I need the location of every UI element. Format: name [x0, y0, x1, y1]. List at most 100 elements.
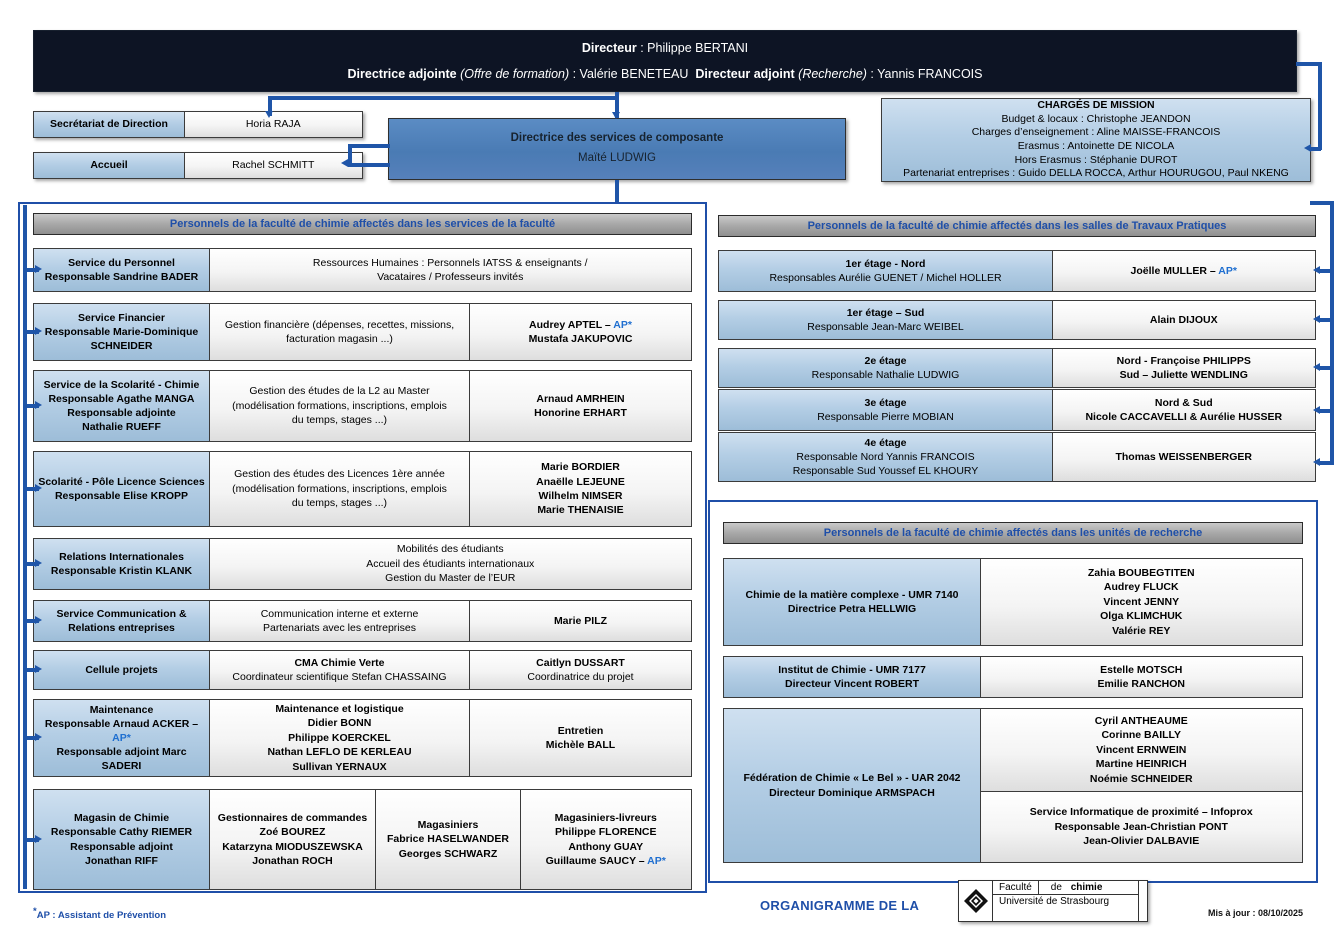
logo-row-faculte: Faculté de chimie — [993, 881, 1138, 895]
research-row-label: Chimie de la matière complexe - UMR 7140… — [723, 558, 981, 646]
left-spine-branch — [23, 838, 39, 842]
row-right-line-0: Marie PILZ — [553, 614, 608, 627]
tp-label-line-0: 4e étage — [864, 436, 907, 449]
row-right-line-2: Wilhelm NIMSER — [538, 490, 623, 502]
row-right-line-0: Marie BORDIER — [541, 461, 620, 474]
row-label-line-1: Responsable Kristin KLANK — [50, 565, 193, 577]
deputy-research-name: : Yannis FRANCOIS — [866, 67, 983, 81]
magasin-col-livreurs: Magasiniers-livreurs Philippe FLORENCE A… — [519, 789, 692, 890]
row-mid: Mobilités des étudiants Accueil des étud… — [208, 538, 692, 590]
tp-label-line-1: Responsable Nathalie LUDWIG — [811, 369, 960, 381]
magasin-col-gestionnaires: Gestionnaires de commandes Zoé BOUREZ Ka… — [208, 789, 377, 890]
row-label: Cellule projets — [33, 650, 210, 690]
magasin-label-line-2: Responsable adjoint — [70, 840, 173, 853]
magasin-col4-line-1: Philippe FLORENCE — [554, 826, 657, 839]
footnote-text: AP : Assistant de Prévention — [36, 910, 167, 922]
left-spine-arrow — [35, 665, 42, 673]
row-label: Maintenance Responsable Arnaud ACKER – A… — [33, 699, 210, 777]
tp-arrow-0 — [1313, 266, 1320, 274]
ap-marker: AP* — [1218, 264, 1237, 277]
tp-label-line-0: 2e étage — [864, 354, 907, 367]
tp-label-line-0: 3e étage — [864, 396, 907, 409]
director-name: : Philippe BERTANI — [636, 40, 749, 55]
row-label-line-2: Responsable adjoint Marc SADERI — [56, 746, 187, 773]
left-spine-arrow — [35, 733, 42, 741]
tp-panel-header: Personnels de la faculté de chimie affec… — [718, 215, 1316, 237]
row-label-line-0: Service de la Scolarité - Chimie — [43, 378, 200, 391]
federation-right-bottom: Service Informatique de proximité – Info… — [979, 790, 1303, 863]
table-row: Scolarité - Pôle Licence Sciences Respon… — [33, 451, 692, 527]
research-right-line-0: Estelle MOTSCH — [1100, 663, 1183, 676]
row-right-line-0: Entretien — [557, 724, 604, 737]
left-spine-arrow — [35, 616, 42, 624]
research-right-line-0: Zahia BOUBEGTITEN — [1087, 566, 1195, 579]
row-label-line-1: Responsable Sandrine BADER — [44, 271, 199, 283]
row-mid-line-0: Gestion des études de la L2 au Master — [249, 385, 430, 398]
magasin-col2-line-1: Zoé BOUREZ — [259, 826, 326, 839]
row-right-line-0: Caitlyn DUSSART — [536, 656, 625, 669]
tp-branch-0 — [1320, 269, 1334, 273]
row-right-line-0: Arnaud AMRHEIN — [536, 392, 625, 405]
row-mid-line-1: Coordinateur scientifique Stefan CHASSAI… — [232, 671, 447, 683]
magasin-col4-line-2: Anthony GUAY — [568, 840, 644, 853]
services-director-name: Maïté LUDWIG — [578, 152, 656, 164]
deputy-formation-scope: (Offre de formation) — [456, 67, 570, 81]
tp-right-spine-top-h — [1310, 201, 1334, 205]
magasin-col4-line-0: Magasiniers-livreurs — [554, 811, 657, 824]
row-mid-line-0: Ressources Humaines : Personnels IATSS &… — [312, 256, 588, 269]
magasin-col3-line-0: Magasiniers — [417, 818, 479, 831]
orga-title: ORGANIGRAMME DE LA — [760, 898, 920, 913]
tp-right-line-0: Joëlle MULLER – AP* — [1130, 264, 1237, 277]
secretariat-row: Secrétariat de Direction Horia RAJA — [33, 111, 363, 138]
row-right: Marie BORDIER Anaëlle LEJEUNE Wilhelm NI… — [469, 451, 692, 527]
magasin-col-magasiniers: Magasiniers Fabrice HASELWANDER Georges … — [375, 789, 521, 890]
accueil-row: Accueil Rachel SCHMITT — [33, 152, 363, 179]
left-spine-branch — [23, 668, 39, 672]
ap-footnote: *AP : Assistant de Prévention — [33, 906, 166, 921]
row-label-line-0: Scolarité - Pôle Licence Sciences — [38, 475, 205, 488]
tp-right-line-0: Nord & Sud — [1154, 396, 1213, 409]
row-right: Arnaud AMRHEIN Honorine ERHART — [469, 370, 692, 442]
row-right: Audrey APTEL – AP* Mustafa JAKUPOVIC — [469, 303, 692, 361]
secretariat-name: Horia RAJA — [183, 111, 363, 138]
deputies-line: Directrice adjointe (Offre de formation)… — [348, 65, 983, 83]
tp-branch-4 — [1320, 461, 1334, 465]
left-panel-header-text: Personnels de la faculté de chimie affec… — [169, 218, 556, 230]
row-mid-line-1: (modélisation formations, inscriptions, … — [232, 399, 447, 412]
left-spine-branch — [23, 268, 39, 272]
federation-right-top: Cyril ANTHEAUME Corinne BAILLY Vincent E… — [979, 708, 1303, 792]
row-mid-line-1: Didier BONN — [307, 717, 372, 730]
research-right-line-2: Vincent JENNY — [1103, 595, 1180, 608]
university-logo: Faculté de chimie Université de Strasbou… — [958, 880, 1148, 922]
connector-charges-h — [1311, 147, 1321, 151]
magasin-col2-line-3: Jonathan ROCH — [252, 854, 333, 867]
federation-right-stack: Cyril ANTHEAUME Corinne BAILLY Vincent E… — [979, 708, 1303, 863]
magasin-col2-line-0: Gestionnaires de commandes — [217, 811, 368, 824]
tp-label-line-2: Responsable Sud Youssef EL KHOURY — [792, 465, 979, 478]
charges-line-1: Charges d’enseignement : Aline MAISSE-FR… — [971, 126, 1221, 139]
tp-row-label: 2e étage Responsable Nathalie LUDWIG — [718, 348, 1053, 388]
row-right-line-1: Coordinatrice du projet — [527, 671, 634, 683]
research-row-right: Estelle MOTSCH Emilie RANCHON — [979, 656, 1303, 698]
row-mid-line-0: Maintenance et logistique — [275, 702, 404, 715]
row-label-line-0: Service du Personnel — [68, 256, 175, 269]
row-mid-line-0: Gestion des études des Licences 1ère ann… — [234, 468, 445, 481]
logo-universite: Université de Strasbourg — [999, 896, 1110, 907]
row-label-line-1: Responsable Marie-Dominique — [44, 325, 199, 338]
left-panel-header: Personnels de la faculté de chimie affec… — [33, 213, 692, 235]
logo-diamond-icon — [959, 881, 993, 921]
research-label-line-1: Directeur Vincent ROBERT — [784, 678, 919, 690]
tp-branch-3 — [1320, 409, 1334, 413]
row-label-line-1: Relations entreprises — [68, 622, 175, 634]
magasin-col3-line-1: Fabrice HASELWANDER — [387, 833, 509, 846]
connector-top-to-services-arrow — [612, 112, 620, 119]
tp-row-label: 4e étage Responsable Nord Yannis FRANCOI… — [718, 432, 1053, 482]
tp-row-label: 1er étage - Nord Responsables Aurélie GU… — [718, 250, 1053, 292]
row-mid-line-1: Accueil des étudiants internationaux — [366, 557, 535, 570]
tp-row-label: 1er étage – Sud Responsable Jean-Marc WE… — [718, 300, 1053, 340]
federation-bottom-line-1: Responsable Jean-Christian PONT — [1054, 820, 1228, 833]
table-row: Service du Personnel Responsable Sandrin… — [33, 248, 692, 292]
tp-right-line-0: Nord - Françoise PHILIPPS — [1116, 354, 1251, 367]
row-mid-line-0: Gestion financière (dépenses, recettes, … — [224, 318, 455, 331]
tp-row: 1er étage - Nord Responsables Aurélie GU… — [718, 250, 1316, 292]
